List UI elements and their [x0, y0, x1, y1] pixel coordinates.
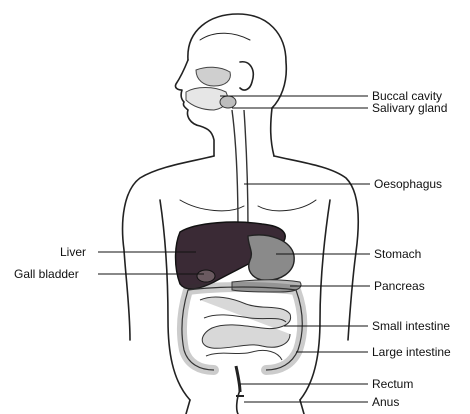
label-pancreas: Pancreas: [374, 279, 425, 293]
label-anus: Anus: [372, 395, 399, 409]
label-large-intestine: Large intestine: [372, 345, 451, 359]
stomach-shape: [248, 235, 294, 280]
salivary-gland-shape: [220, 96, 236, 108]
oesophagus-tube: [232, 110, 248, 230]
rectum-shape: [236, 366, 240, 392]
small-intestine-shape: [200, 297, 291, 360]
label-rectum: Rectum: [372, 377, 413, 391]
label-salivary-gland: Salivary gland: [372, 101, 447, 115]
label-oesophagus: Oesophagus: [374, 177, 442, 191]
ear: [240, 62, 253, 90]
label-stomach: Stomach: [374, 247, 421, 261]
label-liver: Liver: [60, 245, 86, 259]
gall-bladder-shape: [197, 270, 215, 282]
label-gall-bladder: Gall bladder: [14, 267, 79, 281]
label-small-intestine: Small intestine: [372, 319, 450, 333]
